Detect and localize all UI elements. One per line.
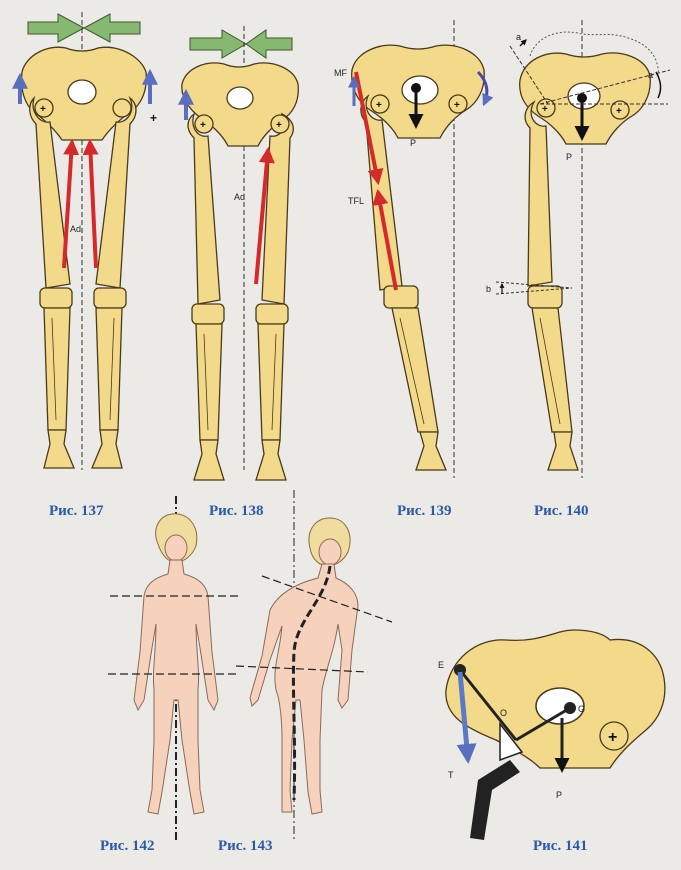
figure-142 xyxy=(108,496,240,840)
caption-fig-141: Рис. 141 xyxy=(533,838,588,854)
body-scoliosis xyxy=(249,563,359,815)
figure-140: + + P a a b xyxy=(486,20,671,478)
left-femur xyxy=(29,95,71,289)
label-g: G xyxy=(578,704,585,714)
figure-143 xyxy=(235,490,393,840)
svg-text:+: + xyxy=(608,729,617,746)
caption-fig-143: Рис. 143 xyxy=(218,838,273,854)
adductor-right xyxy=(254,146,275,285)
figure-139: + + P MF TFL xyxy=(334,20,494,478)
right-femur xyxy=(261,112,294,305)
svg-text:+: + xyxy=(454,100,460,111)
label-mf: MF xyxy=(334,68,347,78)
svg-text:+: + xyxy=(40,104,46,115)
label-o: O xyxy=(500,708,507,718)
label-a2: a xyxy=(648,70,653,80)
label-p: P xyxy=(410,138,416,148)
svg-text:+: + xyxy=(376,100,382,111)
muscle-force-arrow xyxy=(456,671,477,764)
green-compression-arrows xyxy=(27,13,141,43)
femur-stub xyxy=(470,760,520,840)
label-tfl: TFL xyxy=(348,196,364,206)
caption-fig-138: Рис. 138 xyxy=(209,503,264,519)
left-femur xyxy=(187,112,221,305)
figure-137: Ad + + xyxy=(12,12,158,470)
muscle-tfl xyxy=(372,188,398,291)
svg-text:+: + xyxy=(276,120,282,131)
label-ad: Ad xyxy=(234,192,245,202)
muscle-mf xyxy=(354,71,384,186)
green-compression-arrows xyxy=(189,29,293,59)
svg-text:+: + xyxy=(542,104,548,115)
spine-curve xyxy=(291,565,332,801)
adductor-right xyxy=(82,138,99,269)
label-p: P xyxy=(556,790,562,800)
caption-fig-139: Рис. 139 xyxy=(397,503,452,519)
figure-138: + + Ad xyxy=(178,26,299,481)
svg-text:+: + xyxy=(200,120,206,131)
label-t: T xyxy=(448,770,454,780)
right-tibia xyxy=(95,307,123,431)
svg-text:+: + xyxy=(616,106,622,117)
label-p: P xyxy=(566,152,572,162)
caption-fig-137: Рис. 137 xyxy=(49,503,104,519)
femur xyxy=(524,100,553,287)
label-ad: Ad xyxy=(70,224,81,234)
figure-141: + E O G T P xyxy=(438,629,666,840)
svg-text:+: + xyxy=(150,111,157,125)
left-tibia xyxy=(43,307,71,431)
caption-fig-142: Рис. 142 xyxy=(100,838,155,854)
adductor-left xyxy=(62,138,80,269)
rotation-arrow xyxy=(476,70,494,107)
right-femur xyxy=(95,96,137,289)
caption-fig-140: Рис. 140 xyxy=(534,503,589,519)
label-a1: a xyxy=(516,32,521,42)
label-b: b xyxy=(486,284,491,294)
label-e: E xyxy=(438,660,444,670)
